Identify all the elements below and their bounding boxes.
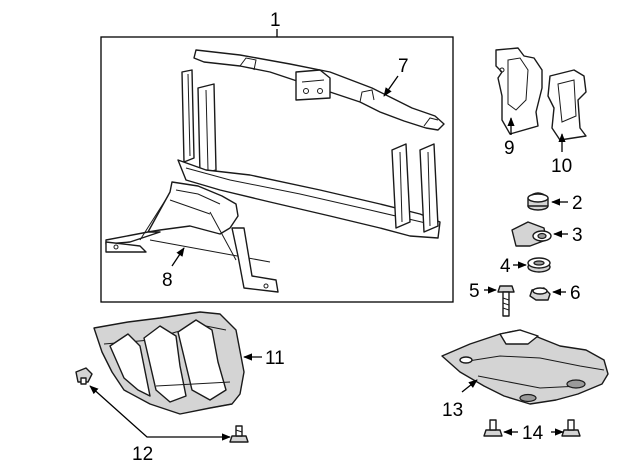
callout-9: 9 [504,138,515,159]
callout-10: 10 [551,156,572,177]
lower-brace [105,181,279,293]
bolt [497,285,515,317]
callout-14: 14 [522,423,544,444]
radiator-support-assembly [177,69,441,239]
callout-5: 5 [469,281,480,302]
bracket-left [495,47,543,135]
callout-13: 13 [442,400,463,421]
mount-insulator [511,221,552,247]
leader-13 [461,379,478,393]
upper-tie-bar [193,49,445,131]
skid-bolt-right [561,419,581,437]
shield-bolt-right [229,425,249,443]
callout-1: 1 [270,10,281,31]
skid-bolt-left [483,419,503,437]
callout-8: 8 [162,270,173,291]
callout-2: 2 [572,193,583,214]
callout-11: 11 [265,348,285,369]
bracket-right [547,69,587,141]
lower-insulator [527,257,551,273]
transfer-case-shield [441,329,609,405]
callout-4: 4 [500,256,511,277]
shield-bolt-left [75,367,93,385]
leader-12 [89,385,231,441]
insulator [527,192,549,211]
callout-3: 3 [572,225,583,246]
leader-7 [383,75,399,97]
front-skid-shield [93,311,245,415]
callout-12: 12 [132,444,153,465]
callout-7: 7 [398,56,409,77]
leader-8 [171,247,185,267]
callout-6: 6 [570,283,581,304]
nut [529,287,551,301]
